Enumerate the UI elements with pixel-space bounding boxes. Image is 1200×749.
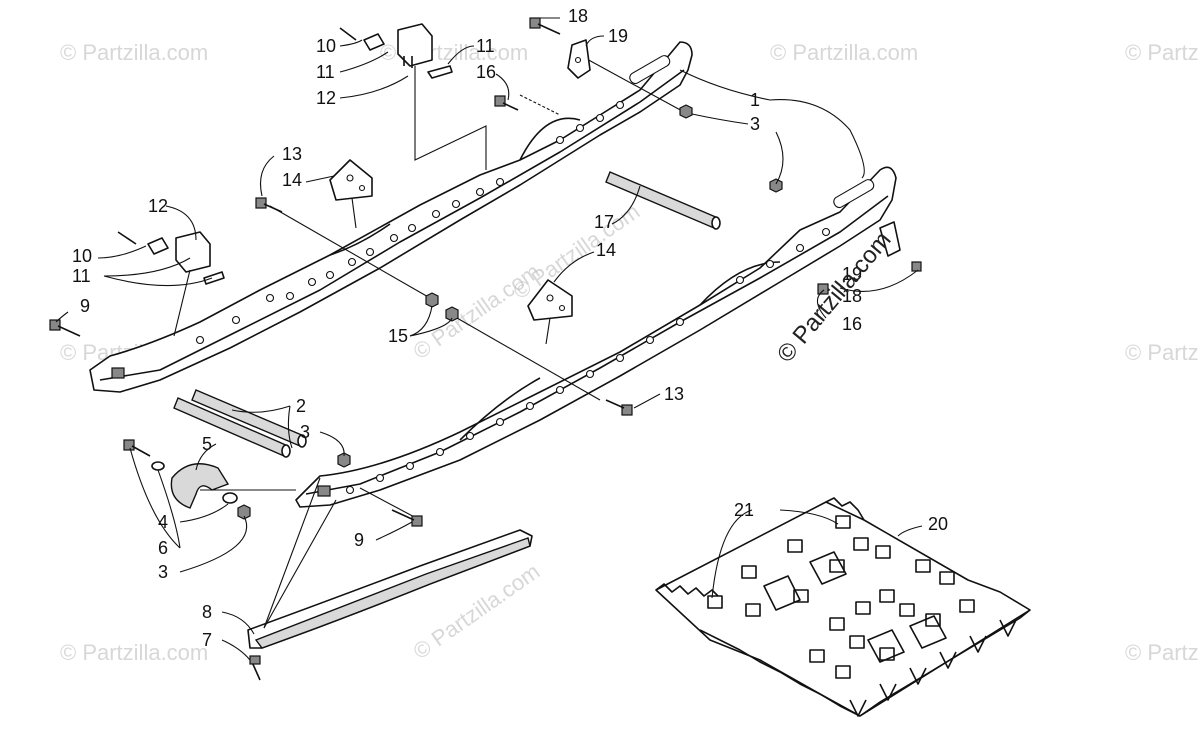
callout-18: 18 [568,6,588,26]
nut-icon [769,178,783,193]
top-spring-block [339,23,487,170]
watermark: © Partzilla.com [60,640,208,665]
watermark: © Partzilla.com [60,40,208,65]
callout-8: 8 [202,602,212,622]
callout-16: 16 [842,314,862,334]
watermark: © Partzilla.com [770,40,918,65]
callout-6: 6 [158,538,168,558]
leader-lines [55,17,923,661]
callout-3: 3 [750,114,760,134]
callout-14: 14 [282,170,302,190]
callout-15: 15 [388,326,408,346]
bolt-icon [494,95,506,107]
screw-icon [251,661,261,681]
bolt-icon [411,515,423,527]
watermark: © Partzilla.com [1125,640,1200,665]
bolt-icon [123,439,135,451]
callout-13: 13 [282,144,302,164]
track-lugs [707,515,975,679]
rail-holes [345,227,831,495]
callout-18: 18 [842,286,862,306]
callout-7: 7 [202,630,212,650]
callout-14: 14 [596,240,616,260]
bolt-icon [529,17,541,29]
right-rail [295,166,897,508]
bolt-icon [817,283,829,295]
callout-21: 21 [734,500,754,520]
callout-3: 3 [158,562,168,582]
track [655,497,1031,717]
callout-labels: 10 11 11 12 16 18 19 1 3 13 14 12 10 11 … [72,6,948,650]
left-rail [89,41,693,393]
bolt-icon [255,197,267,209]
watermark: © Partzilla.com [509,199,645,305]
callout-11: 11 [476,36,495,56]
wheel-icon [170,463,230,509]
screw-icon [249,655,261,665]
rail-holes [195,100,625,345]
wheel-assembly [123,439,251,520]
callout-20: 20 [928,514,948,534]
callout-11: 11 [72,266,91,286]
callout-12: 12 [148,196,168,216]
block-icon [175,231,211,273]
callout-10: 10 [316,36,336,56]
nut-icon [425,292,439,308]
callout-19: 19 [608,26,628,46]
callout-9: 9 [354,530,364,550]
cross-shafts [173,57,721,521]
watermark: © Partzilla.com [1125,340,1200,365]
callout-19: 19 [842,264,862,284]
callout-2: 2 [296,396,306,416]
nut-icon [237,504,251,520]
callout-3: 3 [300,422,310,442]
callout-13: 13 [664,384,684,404]
bolt-icon [49,319,61,331]
callout-5: 5 [202,434,212,454]
bolt-icon [911,261,922,272]
callout-16: 16 [476,62,496,82]
callout-4: 4 [158,512,168,532]
callout-1: 1 [750,90,760,110]
left-spring-block [117,231,225,337]
bolt-icon [621,404,633,416]
callout-10: 10 [72,246,92,266]
nut-icon [679,104,693,119]
callout-17: 17 [594,212,614,232]
callout-12: 12 [316,88,336,108]
slide-assembly [247,529,533,681]
callout-9: 9 [80,296,90,316]
watermark: © Partzilla.com [1125,40,1200,65]
callout-11: 11 [316,62,335,82]
bracket-icon [879,221,901,257]
nut-icon [445,306,459,322]
block-icon [397,23,433,67]
